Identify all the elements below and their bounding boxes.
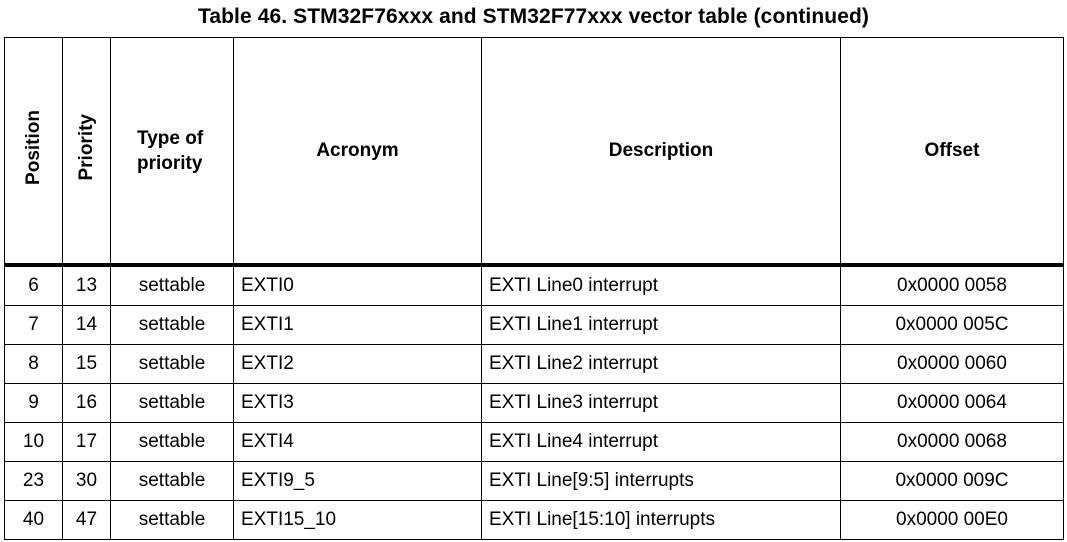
header-row: Position Priority Type of priority Acron…	[4, 37, 1064, 267]
cell-description: EXTI Line2 interrupt	[481, 344, 841, 384]
cell-description: EXTI Line0 interrupt	[481, 264, 841, 306]
header-priority-label: Priority	[75, 114, 97, 181]
cell-position: 10	[4, 422, 63, 462]
cell-offset: 0x0000 009C	[840, 461, 1064, 501]
cell-priority: 17	[62, 422, 111, 462]
header-type: Type of priority	[110, 37, 234, 267]
cell-position: 23	[4, 461, 63, 501]
cell-acronym: EXTI15_10	[233, 500, 482, 540]
cell-type: settable	[110, 461, 234, 501]
table-row: 10 17 settable EXTI4 EXTI Line4 interrup…	[4, 422, 1064, 462]
cell-position: 9	[4, 383, 63, 423]
cell-position: 40	[4, 500, 63, 540]
cell-acronym: EXTI9_5	[233, 461, 482, 501]
cell-acronym: EXTI0	[233, 264, 482, 306]
cell-acronym: EXTI4	[233, 422, 482, 462]
cell-acronym: EXTI1	[233, 305, 482, 345]
cell-description: EXTI Line1 interrupt	[481, 305, 841, 345]
table-caption: Table 46. STM32F76xxx and STM32F77xxx ve…	[197, 5, 870, 28]
cell-type: settable	[110, 344, 234, 384]
cell-description: EXTI Line[9:5] interrupts	[481, 461, 841, 501]
cell-offset: 0x0000 0064	[840, 383, 1064, 423]
cell-offset: 0x0000 00E0	[840, 500, 1064, 540]
cell-priority: 30	[62, 461, 111, 501]
table-row: 7 14 settable EXTI1 EXTI Line1 interrupt…	[4, 305, 1064, 345]
cell-description: EXTI Line[15:10] interrupts	[481, 500, 841, 540]
cell-type: settable	[110, 422, 234, 462]
table-row: 9 16 settable EXTI3 EXTI Line3 interrupt…	[4, 383, 1064, 423]
cell-type: settable	[110, 500, 234, 540]
cell-offset: 0x0000 0060	[840, 344, 1064, 384]
cell-priority: 47	[62, 500, 111, 540]
header-acronym: Acronym	[233, 37, 482, 267]
cell-description: EXTI Line4 interrupt	[481, 422, 841, 462]
table-row: 8 15 settable EXTI2 EXTI Line2 interrupt…	[4, 344, 1064, 384]
header-offset: Offset	[840, 37, 1064, 267]
cell-priority: 15	[62, 344, 111, 384]
cell-position: 6	[4, 264, 63, 306]
header-priority: Priority	[62, 37, 111, 267]
cell-offset: 0x0000 0058	[840, 264, 1064, 306]
cell-priority: 14	[62, 305, 111, 345]
cell-priority: 13	[62, 264, 111, 306]
vector-table: Position Priority Type of priority Acron…	[4, 37, 1064, 540]
header-description: Description	[481, 37, 841, 267]
cell-acronym: EXTI2	[233, 344, 482, 384]
cell-position: 8	[4, 344, 63, 384]
table-row: 23 30 settable EXTI9_5 EXTI Line[9:5] in…	[4, 461, 1064, 501]
cell-type: settable	[110, 264, 234, 306]
table-row: 40 47 settable EXTI15_10 EXTI Line[15:10…	[4, 500, 1064, 540]
header-position: Position	[4, 37, 63, 267]
cell-position: 7	[4, 305, 63, 345]
header-position-label: Position	[22, 110, 44, 185]
header-type-label: Type of priority	[137, 127, 204, 174]
cell-offset: 0x0000 0068	[840, 422, 1064, 462]
table-row: 6 13 settable EXTI0 EXTI Line0 interrupt…	[4, 264, 1064, 306]
cell-type: settable	[110, 305, 234, 345]
cell-priority: 16	[62, 383, 111, 423]
cell-offset: 0x0000 005C	[840, 305, 1064, 345]
cell-description: EXTI Line3 interrupt	[481, 383, 841, 423]
cell-type: settable	[110, 383, 234, 423]
cell-acronym: EXTI3	[233, 383, 482, 423]
